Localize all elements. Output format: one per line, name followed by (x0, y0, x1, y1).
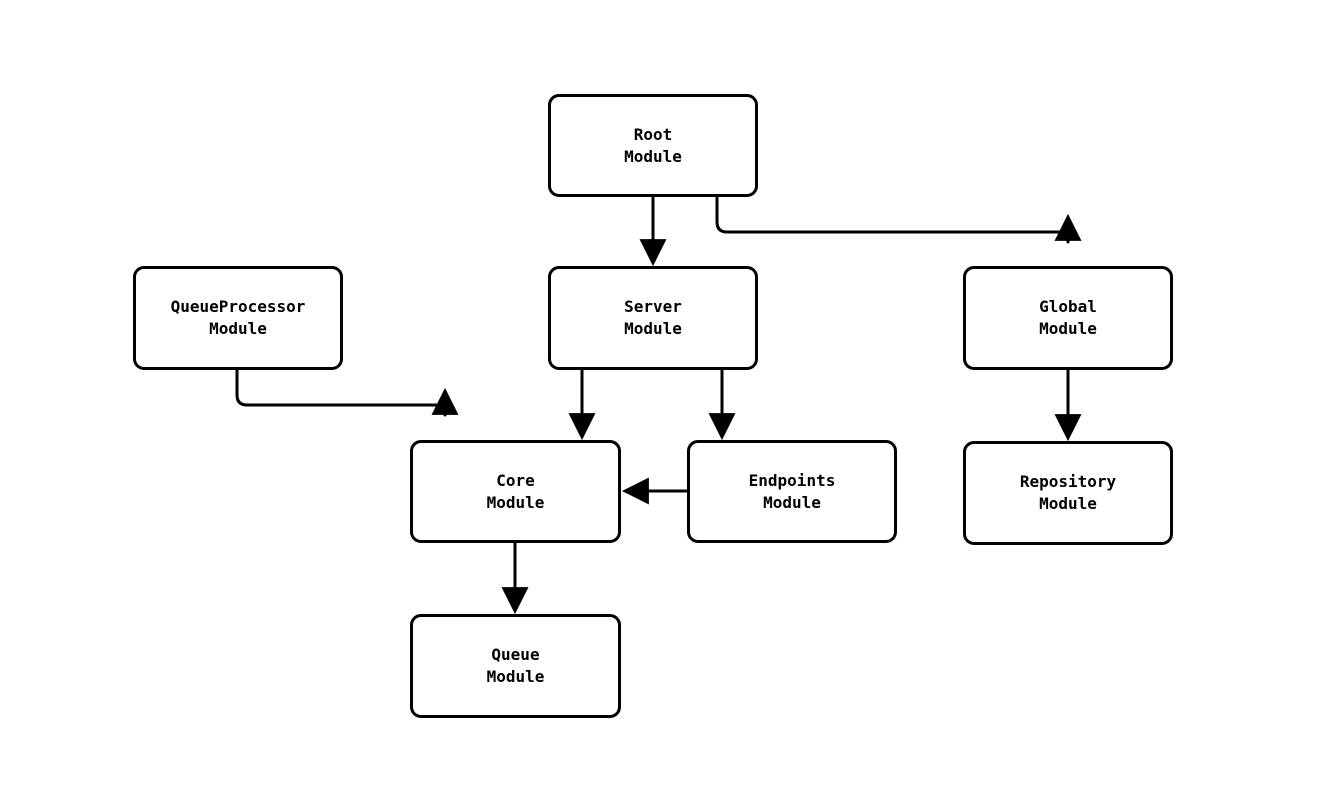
edge-queueprocessor-core (235, 370, 459, 417)
node-server-module-label: Server Module (624, 297, 682, 338)
node-endpoints-module[interactable]: Endpoints Module (687, 440, 897, 543)
node-server-module[interactable]: Server Module (548, 266, 758, 370)
node-core-module[interactable]: Core Module (410, 440, 621, 543)
node-global-module[interactable]: Global Module (963, 266, 1173, 370)
node-root-module-label: Root Module (624, 124, 682, 166)
edge-root-global (715, 197, 1082, 244)
node-global-module-label: Global Module (1039, 297, 1097, 338)
node-repository-module[interactable]: Repository Module (963, 441, 1173, 545)
node-queue-module[interactable]: Queue Module (410, 614, 621, 718)
node-repository-module-label: Repository Module (1019, 472, 1117, 513)
node-core-module-label: Core Module (486, 470, 545, 512)
node-queue-module-label: Queue Module (486, 645, 545, 686)
node-queueprocessor-module[interactable]: QueueProcessor Module (133, 266, 343, 370)
node-endpoints-module-label: Endpoints Module (748, 470, 836, 512)
node-queueprocessor-module-label: QueueProcessor Module (170, 297, 306, 338)
node-root-module[interactable]: Root Module (548, 94, 758, 197)
